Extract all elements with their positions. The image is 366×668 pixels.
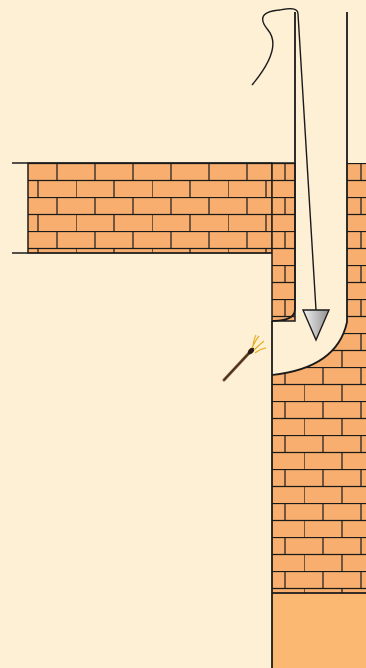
brick-wall — [272, 322, 347, 593]
plumb-bob-icon — [301, 309, 331, 342]
footing — [272, 593, 366, 668]
plumb-line — [251, 7, 317, 311]
brick-slab — [12, 162, 273, 254]
inner-wall — [271, 162, 296, 322]
burning-match-icon — [222, 334, 267, 382]
chimney-flue — [271, 12, 366, 668]
outer-wall — [347, 163, 366, 593]
